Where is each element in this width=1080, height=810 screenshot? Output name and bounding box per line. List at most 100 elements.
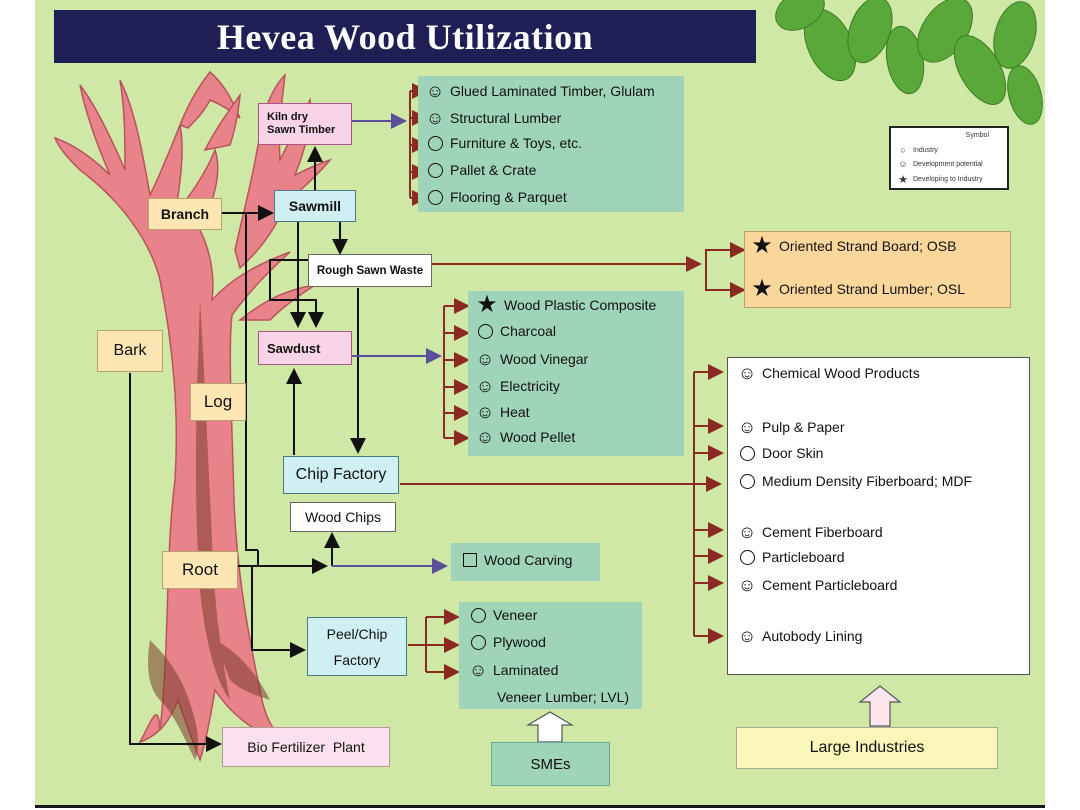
- large-industries-up-arrow: [858, 685, 902, 727]
- smile-icon: ☺: [737, 575, 757, 595]
- smile-icon: ☺: [737, 626, 757, 646]
- peel-line2: Factory: [333, 651, 381, 668]
- list-item-label: Electricity: [500, 378, 560, 394]
- square-icon: [463, 553, 477, 567]
- list-item-label: Veneer: [493, 607, 538, 623]
- list-item: Charcoal: [476, 323, 556, 339]
- list-item-label: Laminated: [493, 662, 559, 678]
- legend-item-industry: ○Industry: [897, 145, 938, 155]
- list-item-label: Cement Fiberboard: [762, 524, 883, 540]
- smile-icon: ☺: [475, 376, 495, 396]
- branch-label: Branch: [148, 198, 222, 230]
- list-item-label: Oriented Strand Lumber; OSL: [779, 281, 965, 297]
- bottom-rule: [35, 805, 1045, 808]
- list-item-label: Medium Density Fiberboard; MDF: [762, 473, 973, 489]
- list-item: ☺ Chemical Wood Products: [738, 364, 920, 382]
- list-item-label: Pallet & Crate: [450, 162, 537, 178]
- list-item: ☺ Cement Fiberboard: [738, 523, 883, 541]
- osb-products-group: ★ Oriented Strand Board; OSB ★ Oriented Str…: [744, 231, 1011, 308]
- list-item-label: Heat: [500, 404, 530, 420]
- large-industries-box: Large Industries: [736, 727, 998, 769]
- star-icon: ★: [751, 232, 773, 259]
- list-item: Wood Carving: [461, 552, 572, 568]
- symbol-legend: Symbol ○Industry ☺Development potential …: [889, 126, 1009, 190]
- list-item: Veneer Lumber; LVL): [469, 688, 629, 706]
- circle-icon: [478, 323, 493, 339]
- list-item: Flooring & Parquet: [426, 189, 567, 205]
- list-item-label: Veneer Lumber; LVL): [497, 689, 630, 705]
- list-item-label: Particleboard: [762, 549, 845, 565]
- list-item-label: Chemical Wood Products: [762, 365, 920, 381]
- kiln-line2: Sawn Timber: [267, 124, 336, 136]
- list-item: Medium Density Fiberboard; MDF: [738, 473, 972, 489]
- circle-icon: [428, 189, 443, 205]
- legend-title: Symbol: [965, 132, 989, 139]
- smile-icon: ☺: [468, 660, 488, 680]
- smile-icon: ☺: [475, 427, 495, 447]
- root-label: Root: [162, 551, 238, 589]
- list-item: ★ Oriented Strand Lumber; OSL: [751, 275, 965, 302]
- smes-up-arrow: [525, 711, 575, 743]
- list-item: ☺ Glued Laminated Timber, Glulam: [426, 82, 655, 100]
- list-item: ☺Wood Vinegar: [476, 350, 588, 368]
- list-item-label: Pulp & Paper: [762, 419, 845, 435]
- star-icon: ★: [476, 291, 498, 318]
- list-item: Furniture & Toys, etc.: [426, 135, 582, 151]
- smes-box: SMEs: [491, 742, 610, 786]
- list-item-label: Plywood: [493, 634, 546, 650]
- kiln-line1: Kiln dry: [267, 111, 308, 123]
- smile-icon: ☺: [737, 522, 757, 542]
- log-label: Log: [190, 383, 246, 421]
- list-item-label: Oriented Strand Board; OSB: [779, 238, 957, 254]
- bark-label: Bark: [97, 330, 163, 372]
- smile-icon: ☺: [425, 81, 445, 101]
- list-item-label: Flooring & Parquet: [450, 189, 567, 205]
- smile-icon: ☺: [737, 417, 757, 437]
- list-item: ☺ Cement Particleboard: [737, 575, 898, 595]
- list-item-label: Cement Particleboard: [762, 577, 898, 593]
- list-item-label: Wood Pellet: [500, 429, 576, 445]
- rough-sawn-waste-node: Rough Sawn Waste: [308, 254, 432, 287]
- legend-item-developing: ★Developing to Industry: [898, 174, 983, 186]
- peel-line1: Peel/Chip: [326, 625, 388, 642]
- wood-chips-node: Wood Chips: [290, 502, 396, 532]
- list-item: Plywood: [469, 634, 546, 650]
- circle-icon: [428, 135, 443, 151]
- smile-icon: ☺: [475, 402, 495, 422]
- smile-icon: ☺: [737, 363, 757, 383]
- sawmill-node: Sawmill: [274, 190, 356, 222]
- list-item-label: Charcoal: [500, 323, 557, 339]
- sawdust-node: Sawdust: [258, 331, 352, 365]
- legend-item-potential: ☺Development potential: [898, 159, 983, 169]
- list-item-label: Door Skin: [762, 445, 824, 461]
- list-item: ★Wood Plastic Composite: [476, 291, 656, 318]
- list-item-label: Glued Laminated Timber, Glulam: [450, 83, 655, 99]
- no-symbol: [469, 688, 491, 706]
- list-item: ☺ Structural Lumber: [426, 109, 561, 127]
- left-margin: [0, 0, 35, 810]
- timber-products-group: ☺ Glued Laminated Timber, Glulam ☺ Structur…: [418, 76, 684, 212]
- list-item: Door Skin: [738, 445, 823, 461]
- list-item: Veneer: [469, 607, 537, 623]
- smile-icon: ☺: [898, 159, 908, 169]
- smile-icon: ☺: [425, 108, 445, 128]
- list-item: Pallet & Crate: [426, 162, 536, 178]
- list-item: ☺ Electricity: [476, 377, 560, 395]
- list-item: ☺ Wood Pellet: [476, 428, 575, 446]
- list-item: ☺ Pulp & Paper: [738, 418, 845, 436]
- list-item-label: Furniture & Toys, etc.: [450, 135, 583, 151]
- kiln-dry-node: Kiln dry Sawn Timber: [258, 103, 352, 145]
- star-icon: ★: [751, 275, 773, 302]
- list-item-label: Wood Vinegar: [500, 351, 589, 367]
- list-item-label: Structural Lumber: [450, 110, 562, 126]
- peel-chip-factory-node: Peel/Chip Factory: [307, 617, 407, 676]
- list-item: ☺ Heat: [476, 403, 530, 421]
- circle-icon: [740, 473, 755, 489]
- wood-carving-group: Wood Carving: [451, 543, 600, 581]
- list-item-label: Autobody Lining: [762, 628, 863, 644]
